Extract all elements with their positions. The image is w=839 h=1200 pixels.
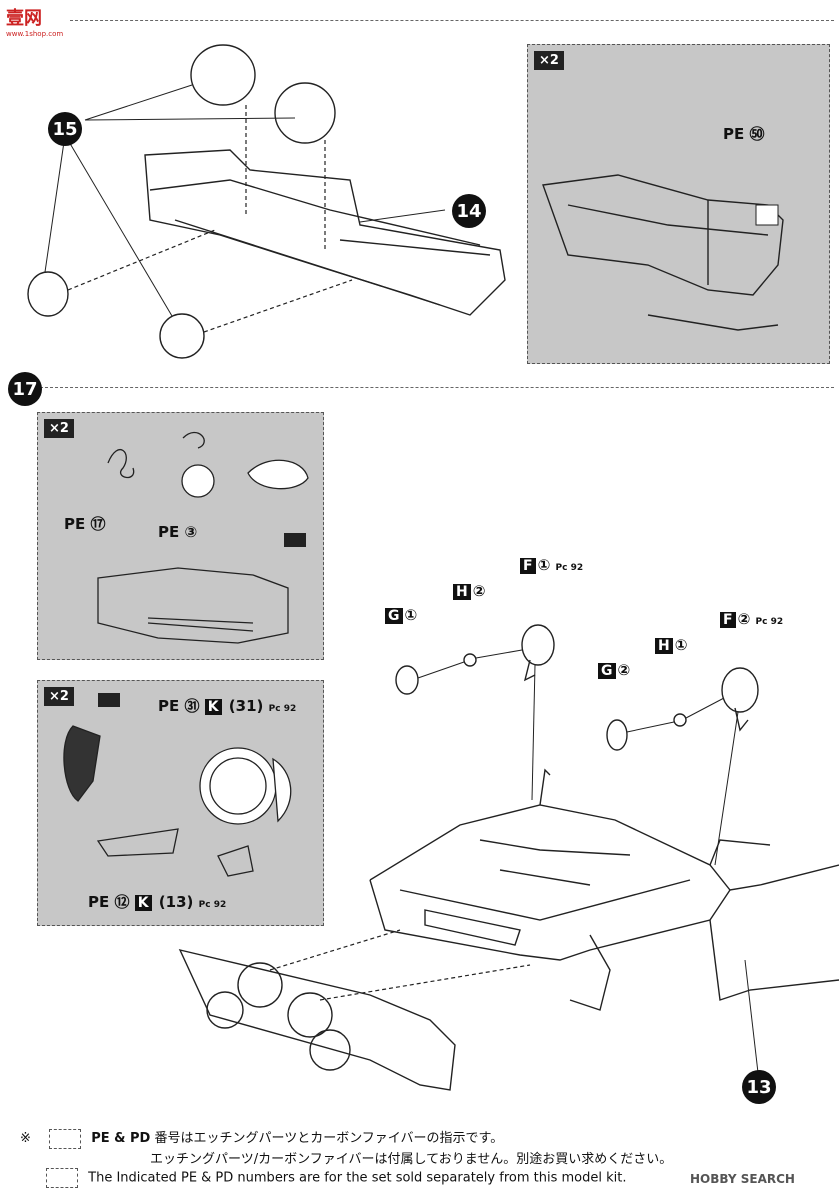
site-logo: 壹网 www.1shop.com bbox=[6, 4, 66, 38]
pe-31-text: PE ㉛ bbox=[158, 697, 200, 715]
part-number: ① bbox=[404, 606, 418, 624]
note-line-1: ※ PE & PD 番号はエッチングパーツとカーボンファイバーの指示です。 bbox=[20, 1127, 503, 1149]
pe-50-label: PE ㊿ bbox=[723, 125, 765, 143]
note-box bbox=[49, 1128, 82, 1149]
car-assembly-drawing bbox=[178, 624, 839, 1091]
note-jp-2: エッチングパーツ/カーボンファイバーは付属しておりません。別途お買い求めください… bbox=[150, 1152, 673, 1167]
part-letter: H bbox=[655, 638, 673, 654]
pc-label: Pc 92 bbox=[755, 617, 784, 627]
quantity-badge: ×2 bbox=[44, 687, 74, 706]
pe-3-label: PE ③ bbox=[158, 523, 198, 541]
pc-92-label: Pc 92 bbox=[198, 900, 227, 910]
pc-label: Pc 92 bbox=[555, 563, 584, 573]
step-15-number: 15 bbox=[48, 112, 82, 146]
pe-12-text: PE ⑫ bbox=[88, 893, 130, 911]
step-17-number: 17 bbox=[8, 372, 42, 406]
quantity-badge: ×2 bbox=[534, 51, 564, 70]
note-pe-pd: PE & PD bbox=[91, 1131, 151, 1146]
detail-panel-middle: ×2 PE ⑰ PE ③ bbox=[37, 412, 324, 660]
part-number: ① bbox=[537, 556, 551, 574]
note-mark: ※ bbox=[20, 1131, 31, 1146]
pd-mark: K bbox=[134, 895, 152, 911]
divider-top bbox=[70, 20, 834, 21]
part-letter: G bbox=[385, 608, 403, 624]
pd-13-text: (13) bbox=[158, 893, 194, 911]
lamp-parts-drawing bbox=[63, 693, 292, 877]
watermark-text: HOBBY SEARCH bbox=[690, 1172, 795, 1186]
step-14-number: 14 bbox=[452, 194, 486, 228]
note-box bbox=[46, 1168, 78, 1188]
pe-clips-drawing bbox=[97, 431, 309, 644]
detail-panel-top: ×2 PE ㊿ bbox=[527, 44, 830, 364]
step15-drawing bbox=[27, 44, 506, 359]
pe-17-label: PE ⑰ bbox=[64, 515, 106, 533]
logo-url: www.1shop.com bbox=[6, 30, 64, 38]
part-number: ② bbox=[737, 610, 751, 628]
pd-31-text: (31) bbox=[228, 697, 264, 715]
part-number: ② bbox=[617, 661, 631, 679]
quantity-badge: ×2 bbox=[44, 419, 74, 438]
step-13-number: 13 bbox=[742, 1070, 776, 1104]
part-number: ① bbox=[674, 636, 688, 654]
note-jp-1: 番号はエッチングパーツとカーボンファイバーの指示です。 bbox=[154, 1131, 504, 1146]
watermark: HOBBY SEARCH bbox=[690, 1172, 795, 1186]
pe-12-label: PE ⑫ K (13) Pc 92 bbox=[88, 891, 226, 912]
note-line-2: エッチングパーツ/カーボンファイバーは付属しておりません。別途お買い求めください… bbox=[150, 1148, 672, 1167]
note-line-3: The Indicated PE & PD numbers are for th… bbox=[46, 1168, 626, 1188]
logo-name: 壹网 bbox=[6, 8, 42, 29]
note-en: The Indicated PE & PD numbers are for th… bbox=[88, 1170, 627, 1186]
divider-mid bbox=[40, 387, 834, 388]
pc-92-label: Pc 92 bbox=[268, 704, 297, 714]
pe-31-label: PE ㉛ K (31) Pc 92 bbox=[158, 695, 296, 716]
pd-mark: K bbox=[204, 699, 222, 715]
part-letter: G bbox=[598, 663, 616, 679]
part-letter: H bbox=[453, 584, 471, 600]
part-letter: F bbox=[720, 612, 736, 628]
part-number: ② bbox=[472, 582, 486, 600]
part-letter: F bbox=[520, 558, 536, 574]
bumper-detail-drawing bbox=[542, 174, 784, 331]
detail-panel-lower: ×2 PE ㉛ K (31) Pc 92 PE ⑫ K (13) Pc 92 bbox=[37, 680, 324, 926]
